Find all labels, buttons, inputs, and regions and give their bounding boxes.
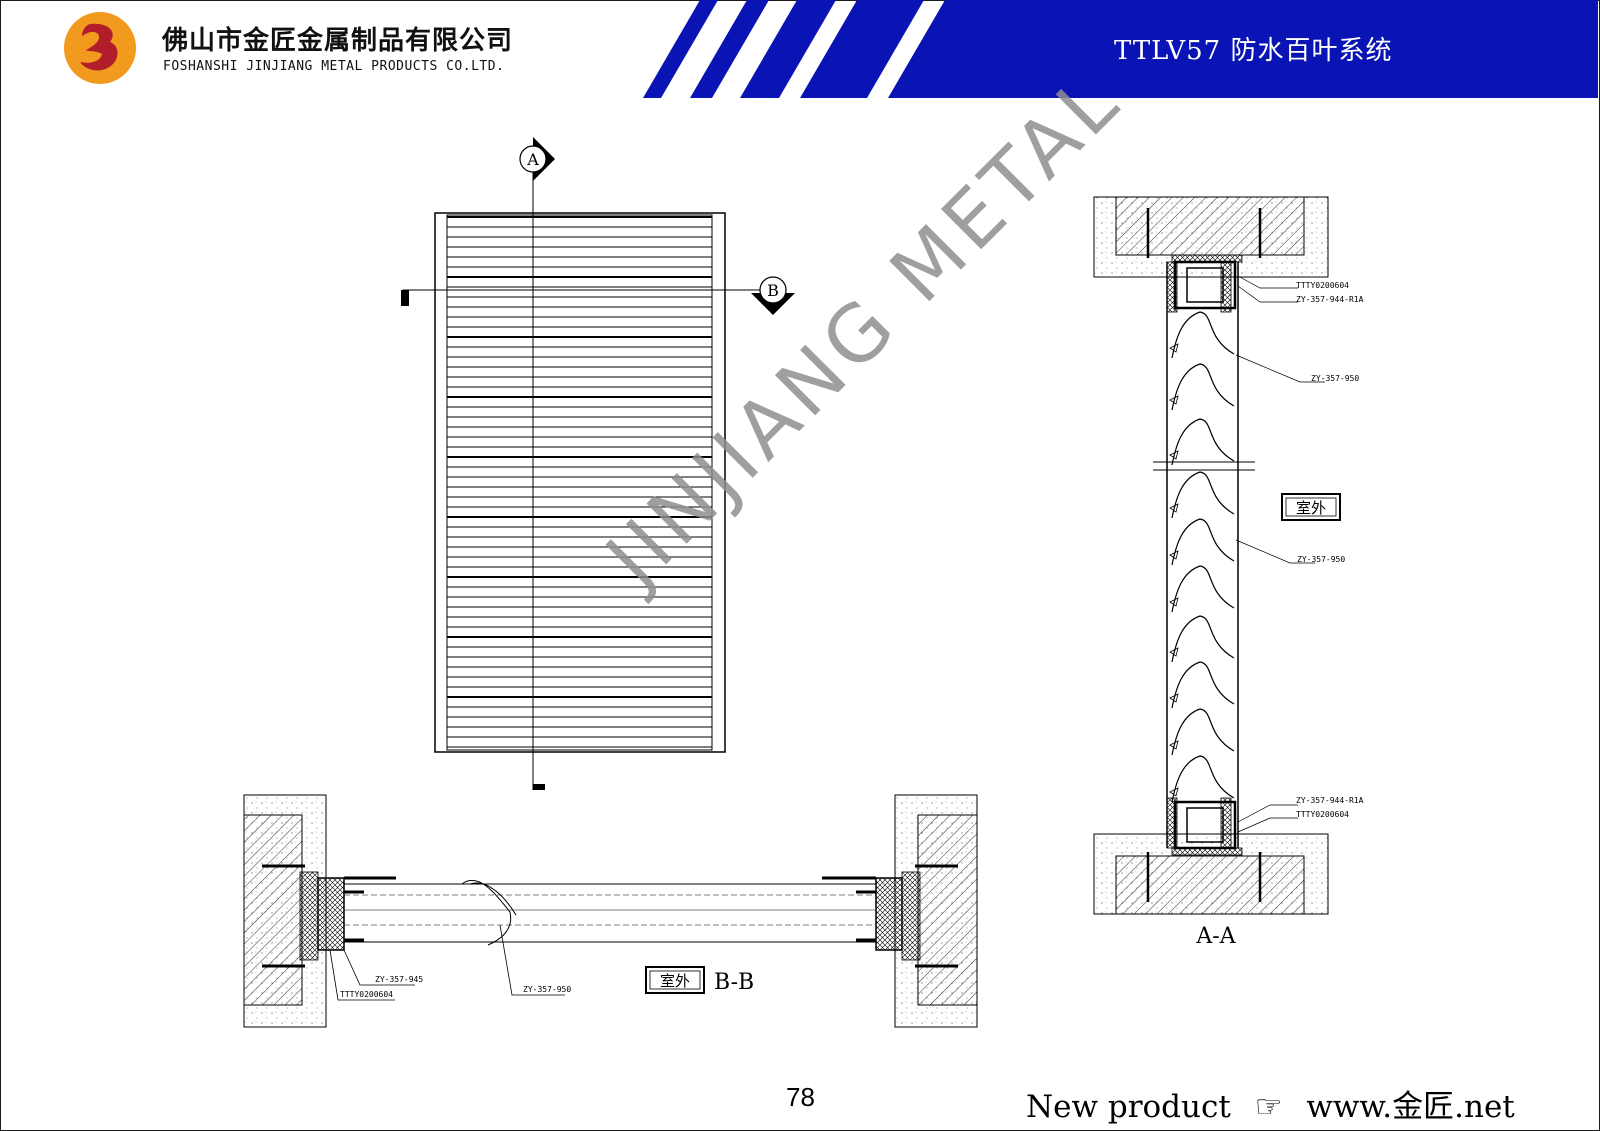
aa-part-label-1: TTTY0200604 <box>1296 281 1349 290</box>
section-aa-title: A-A <box>1195 924 1236 949</box>
section-bb-title: B-B <box>714 970 754 995</box>
blade-clip <box>1169 740 1179 750</box>
header-stripe-1 <box>643 0 718 98</box>
aa-blade-profiles <box>1169 311 1235 803</box>
blade-profile <box>1171 471 1235 519</box>
aa-part-label-2: ZY-357-944-R1A <box>1296 295 1364 304</box>
blade-clip <box>1169 787 1179 797</box>
bb-left-frame <box>317 877 345 951</box>
blade-clip <box>1169 647 1179 657</box>
header-stripe-2 <box>690 0 769 98</box>
section-marker-a: A <box>519 137 555 181</box>
blade-profile <box>1171 565 1235 613</box>
aa-part-label-4: ZY-357-950 <box>1297 555 1345 564</box>
bb-part-label-3: ZY-357-950 <box>523 985 571 994</box>
aa-top-wall-hatch <box>1115 196 1305 256</box>
company-logo-icon <box>64 12 136 84</box>
blade-profile <box>1171 708 1235 756</box>
louver-slats <box>447 216 712 748</box>
blade-clip <box>1169 550 1179 560</box>
bb-part-label-2: TTTY0200604 <box>340 990 393 999</box>
section-b-end-marker <box>401 290 409 306</box>
aa-part-label-3: ZY-357-950 <box>1311 374 1359 383</box>
company-name-en: FOSHANSHI JINJIANG METAL PRODUCTS CO.LTD… <box>163 59 505 74</box>
blade-profile <box>1171 418 1235 466</box>
aa-part-label-5: ZY-357-944-R1A <box>1296 796 1364 805</box>
blade-clip <box>1169 395 1179 405</box>
elevation-frame <box>434 212 726 753</box>
blade-profile <box>1171 661 1235 709</box>
blade-profile <box>1171 518 1235 566</box>
blade-profile <box>1171 363 1235 411</box>
header-band-main <box>888 0 1598 98</box>
bb-left-sealant <box>299 871 319 961</box>
section-a-end-marker <box>533 784 545 790</box>
bb-outdoor-box <box>645 966 705 994</box>
blade-clip <box>1169 343 1179 353</box>
aa-part-label-6: TTTY0200604 <box>1296 810 1349 819</box>
website-link[interactable]: www.金匠.net <box>1306 1089 1515 1125</box>
bb-outdoor-label: 室外 <box>660 972 690 990</box>
header-stripe-4 <box>800 0 924 98</box>
blade-clip <box>1169 503 1179 513</box>
company-name-cn: 佛山市金匠金属制品有限公司 <box>162 26 514 56</box>
header-band <box>643 0 1598 98</box>
aa-outdoor-label: 室外 <box>1296 499 1326 517</box>
blade-profile <box>1171 311 1235 359</box>
section-bb-view: ZY-357-945 TTTY0200604 ZY-357-950 室外 B-B <box>243 794 978 1028</box>
blade-profile <box>1171 755 1235 803</box>
hand-pointing-icon: ☞ <box>1254 1089 1283 1125</box>
section-marker-b-label: B <box>767 281 779 300</box>
footer-text: New product <box>1026 1089 1231 1125</box>
blade-clip <box>1169 450 1179 460</box>
elevation-view: A B <box>401 137 795 790</box>
section-marker-a-label: A <box>526 150 539 169</box>
blade-profile <box>1171 615 1235 663</box>
footer-website: New product ☞ www.金匠.net <box>1026 1081 1515 1126</box>
header-stripe-3 <box>740 0 836 98</box>
bb-blade <box>343 883 877 943</box>
blade-clip <box>1169 597 1179 607</box>
bb-part-label-1: ZY-357-945 <box>375 975 423 984</box>
bb-right-frame <box>875 877 903 951</box>
blade-clip <box>1169 693 1179 703</box>
bb-right-wall-hatch <box>917 814 978 1006</box>
aa-outdoor-box <box>1281 493 1341 521</box>
system-title: TTLV57 防水百叶系统 <box>1114 36 1393 66</box>
aa-bottom-wall-hatch <box>1115 855 1305 915</box>
page-number: 78 <box>786 1082 815 1112</box>
section-aa-view: TTTY0200604 ZY-357-944-R1A ZY-357-950 ZY… <box>1093 196 1364 949</box>
elevation-inner-frame <box>446 214 713 751</box>
section-marker-b: B <box>751 276 795 315</box>
bb-left-wall-hatch <box>243 814 303 1006</box>
bb-right-sealant <box>901 871 921 961</box>
